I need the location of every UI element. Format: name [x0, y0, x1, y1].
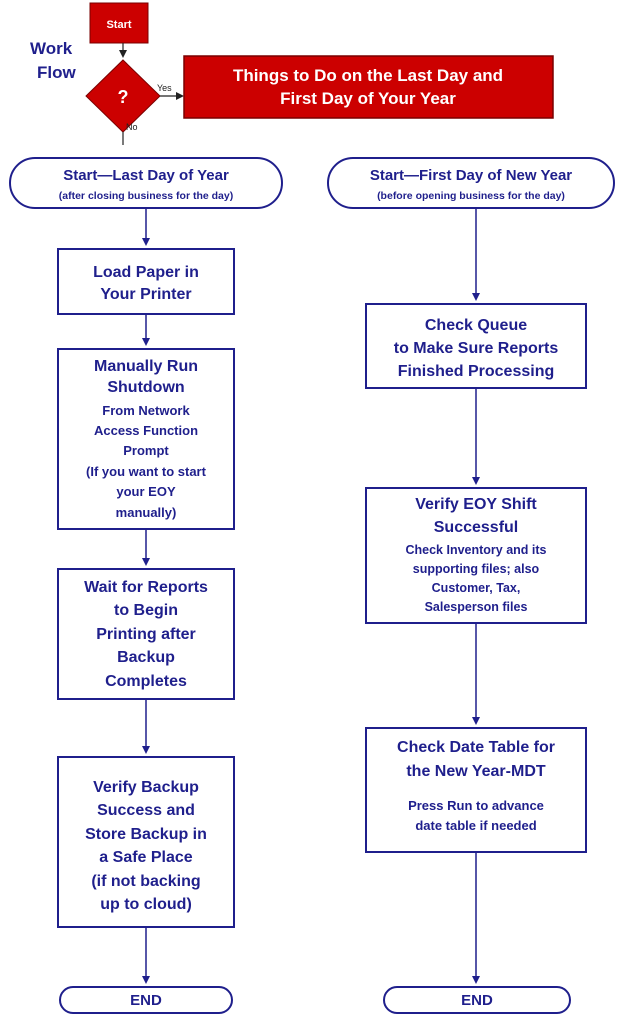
right-step-verify-eoy — [365, 487, 587, 624]
right-step-queue-line: to Make Sure Reports — [394, 340, 559, 357]
right-start-subtitle: (before opening business for the day) — [377, 190, 565, 202]
right-step-date-body: Press Run to advance — [408, 798, 544, 813]
legend-question-mark: ? — [118, 87, 129, 107]
right-step-eoy-title: Verify EOY Shift — [415, 496, 537, 513]
legend-start-label: Start — [106, 19, 131, 31]
legend-start-box — [89, 2, 149, 44]
left-step-shutdown-body: From Network — [102, 403, 190, 418]
right-step-eoy-body: Salesperson files — [425, 600, 528, 614]
right-step-eoy-title: Successful — [434, 519, 518, 536]
left-step-manual-shutdown — [57, 348, 235, 530]
right-start-title: Start—First Day of New Year — [370, 167, 572, 184]
right-step-date-title: Check Date Table for — [397, 739, 555, 756]
left-step-shutdown-body: Access Function — [94, 423, 198, 438]
left-step-wait-line: Completes — [105, 673, 187, 690]
left-step-wait-line: Printing after — [96, 626, 196, 643]
left-column: Start—Last Day of Year (after closing bu… — [9, 157, 283, 1014]
left-step-load-paper-line: Load Paper in — [93, 264, 199, 281]
title-banner: Things to Do on the Last Day and First D… — [183, 55, 554, 119]
left-step-shutdown-body: your EOY — [116, 484, 176, 499]
left-end-label: END — [130, 992, 162, 1009]
left-step-shutdown-body: (If you want to start — [86, 464, 207, 479]
right-step-date-title: the New Year-MDT — [406, 763, 546, 780]
legend-no-label: No — [126, 122, 138, 132]
title-line-1: Things to Do on the Last Day and — [233, 66, 503, 85]
left-step-verify-backup — [57, 756, 235, 928]
title-line-2: First Day of Your Year — [280, 89, 456, 108]
left-step-verify-line: (if not backing — [91, 873, 200, 890]
right-start-terminal — [327, 157, 615, 209]
right-step-date-body: date table if needed — [415, 818, 536, 833]
right-step-eoy-body: supporting files; also — [413, 562, 540, 576]
right-column: Start—First Day of New Year (before open… — [327, 157, 615, 1014]
left-step-wait-line: Wait for Reports — [84, 579, 208, 596]
right-step-check-queue — [365, 303, 587, 389]
left-step-verify-line: Store Backup in — [85, 826, 207, 843]
left-step-load-paper — [57, 248, 235, 315]
left-step-shutdown-body: Prompt — [123, 443, 169, 458]
left-start-subtitle: (after closing business for the day) — [59, 190, 233, 202]
right-step-eoy-body: Check Inventory and its — [405, 543, 546, 557]
legend-work-label: Work — [30, 39, 73, 58]
left-step-wait-line: to Begin — [114, 602, 178, 619]
left-step-verify-line: a Safe Place — [99, 849, 193, 866]
legend: Start Work Flow ? Yes No — [30, 2, 184, 145]
left-step-load-paper-line: Your Printer — [100, 286, 191, 303]
left-step-verify-line: up to cloud) — [100, 896, 192, 913]
right-end-label: END — [461, 992, 493, 1009]
legend-flow-label: Flow — [37, 63, 76, 82]
right-end-terminal — [383, 986, 571, 1014]
right-step-date-table — [365, 727, 587, 853]
left-start-title: Start—Last Day of Year — [63, 167, 229, 184]
right-step-queue-line: Check Queue — [425, 317, 527, 334]
legend-yes-label: Yes — [157, 83, 172, 93]
left-step-shutdown-title: Manually Run — [94, 358, 198, 375]
left-step-wait-line: Backup — [117, 649, 175, 666]
right-step-queue-line: Finished Processing — [398, 363, 554, 380]
left-end-terminal — [59, 986, 233, 1014]
right-step-eoy-body: Customer, Tax, — [432, 581, 521, 595]
left-step-shutdown-title: Shutdown — [107, 379, 184, 396]
left-step-verify-line: Verify Backup — [93, 779, 199, 796]
left-step-shutdown-body: manually) — [116, 505, 177, 520]
left-step-verify-line: Success and — [97, 802, 195, 819]
